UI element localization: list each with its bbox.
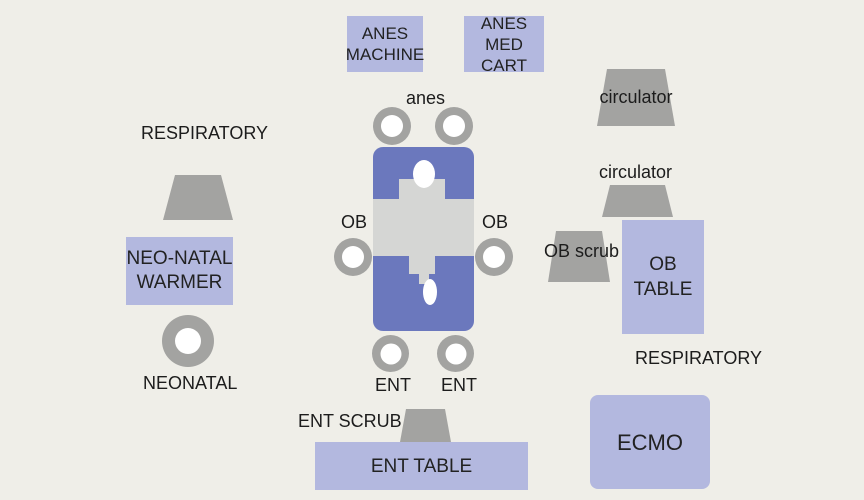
circulator-1-stand: circulator [597,69,675,126]
neonatal-warmer: NEO-NATAL WARMER [126,237,233,305]
table-headrest [399,179,445,199]
anes-label: anes [406,88,446,108]
ob-scrub-label: OB scrub [544,241,620,261]
ob-left-label: OB [341,212,368,232]
circulator-2-label: circulator [599,162,673,182]
patient-head [413,160,435,188]
ent-table: ENT TABLE [315,442,528,490]
ecmo-machine: ECMO [590,395,710,489]
patient-feet [423,279,437,305]
table-footpiece [409,256,435,274]
circulator-2-stand [602,185,673,217]
ent-left-stool [372,335,409,372]
ent-left-label: ENT [375,375,411,395]
ent-scrub-stand [400,409,451,442]
anes-med-cart: ANES MED CART [464,14,544,75]
ent-right-label: ENT [441,375,477,395]
ob-scrub-stand [548,231,610,282]
table-drape [373,199,474,256]
ob-right-label: OB [482,212,509,232]
neonatal-label: NEONATAL [143,373,238,393]
operating-table [373,147,474,331]
respiratory-left-label: RESPIRATORY [141,123,269,143]
anes-stool-right [435,107,473,145]
ob-table: OB TABLE [622,220,704,334]
respiratory-left-stand [163,175,233,220]
ob-right-stool [475,238,513,276]
anes-machine: ANES MACHINE [346,16,424,72]
ob-left-stool [334,238,372,276]
anes-stool-left [373,107,411,145]
neonatal-stool [162,315,214,367]
ent-right-stool [437,335,474,372]
respiratory-right-label: RESPIRATORY [635,348,763,368]
circulator-1-label: circulator [599,87,673,107]
ent-scrub-label: ENT SCRUB [298,411,402,431]
table-foot-extension [419,274,429,284]
